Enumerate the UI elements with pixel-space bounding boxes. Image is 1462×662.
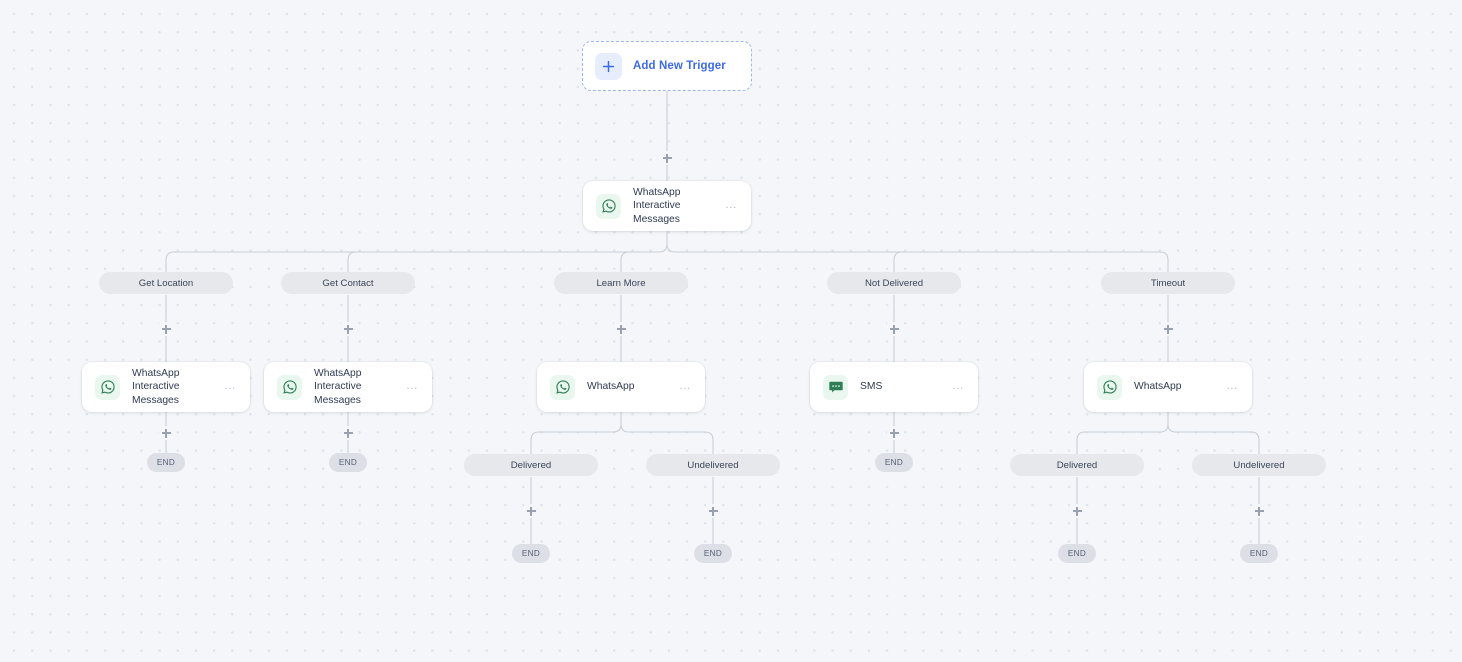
sms-icon <box>823 374 848 400</box>
add-step-plus-icon[interactable] <box>660 151 674 165</box>
node-label: WhatsApp <box>587 381 635 393</box>
node-whatsapp-interactive-messages-root[interactable]: WhatsApp Interactive Messages … <box>583 181 751 231</box>
end-node[interactable]: END <box>694 544 732 563</box>
end-node[interactable]: END <box>147 453 185 472</box>
node-label: WhatsApp <box>1134 381 1182 393</box>
add-step-plus-icon[interactable] <box>1161 322 1175 336</box>
node-menu-icon[interactable]: … <box>1225 378 1239 392</box>
node-sms-not-delivered[interactable]: SMS … <box>810 362 978 412</box>
add-step-plus-icon[interactable] <box>706 504 720 518</box>
add-step-plus-icon[interactable] <box>887 426 901 440</box>
status-pill-delivered-timeout[interactable]: Delivered <box>1010 454 1144 476</box>
whatsapp-icon <box>95 374 120 400</box>
node-label: SMS <box>860 381 883 393</box>
add-step-plus-icon[interactable] <box>159 322 173 336</box>
whatsapp-icon <box>277 374 302 400</box>
branch-pill-timeout[interactable]: Timeout <box>1101 272 1235 294</box>
node-label: WhatsApp Interactive Messages <box>314 367 362 406</box>
add-step-plus-icon[interactable] <box>159 426 173 440</box>
node-whatsapp-learn-more[interactable]: WhatsApp … <box>537 362 705 412</box>
end-node[interactable]: END <box>329 453 367 472</box>
plus-icon <box>595 52 622 80</box>
add-step-plus-icon[interactable] <box>1252 504 1266 518</box>
node-whatsapp-timeout[interactable]: WhatsApp … <box>1084 362 1252 412</box>
branch-pill-learn-more[interactable]: Learn More <box>554 272 688 294</box>
add-step-plus-icon[interactable] <box>1070 504 1084 518</box>
status-pill-delivered-learn-more[interactable]: Delivered <box>464 454 598 476</box>
status-pill-undelivered-learn-more[interactable]: Undelivered <box>646 454 780 476</box>
whatsapp-icon <box>596 193 621 219</box>
branch-pill-get-location[interactable]: Get Location <box>99 272 233 294</box>
add-step-plus-icon[interactable] <box>341 426 355 440</box>
end-node[interactable]: END <box>1240 544 1278 563</box>
node-menu-icon[interactable]: … <box>678 378 692 392</box>
end-node[interactable]: END <box>1058 544 1096 563</box>
add-step-plus-icon[interactable] <box>524 504 538 518</box>
node-menu-icon[interactable]: … <box>223 378 237 392</box>
whatsapp-icon <box>1097 374 1122 400</box>
node-whatsapp-interactive-messages-get-location[interactable]: WhatsApp Interactive Messages … <box>82 362 250 412</box>
add-new-trigger-label: Add New Trigger <box>633 60 726 72</box>
whatsapp-icon <box>550 374 575 400</box>
add-step-plus-icon[interactable] <box>341 322 355 336</box>
end-node[interactable]: END <box>875 453 913 472</box>
node-label: WhatsApp Interactive Messages <box>633 186 681 225</box>
node-menu-icon[interactable]: … <box>405 378 419 392</box>
add-step-plus-icon[interactable] <box>887 322 901 336</box>
node-label: WhatsApp Interactive Messages <box>132 367 180 406</box>
branch-pill-get-contact[interactable]: Get Contact <box>281 272 415 294</box>
status-pill-undelivered-timeout[interactable]: Undelivered <box>1192 454 1326 476</box>
add-step-plus-icon[interactable] <box>614 322 628 336</box>
node-menu-icon[interactable]: … <box>951 378 965 392</box>
node-menu-icon[interactable]: … <box>724 197 738 211</box>
add-new-trigger-button[interactable]: Add New Trigger <box>582 41 752 91</box>
branch-pill-not-delivered[interactable]: Not Delivered <box>827 272 961 294</box>
node-whatsapp-interactive-messages-get-contact[interactable]: WhatsApp Interactive Messages … <box>264 362 432 412</box>
end-node[interactable]: END <box>512 544 550 563</box>
